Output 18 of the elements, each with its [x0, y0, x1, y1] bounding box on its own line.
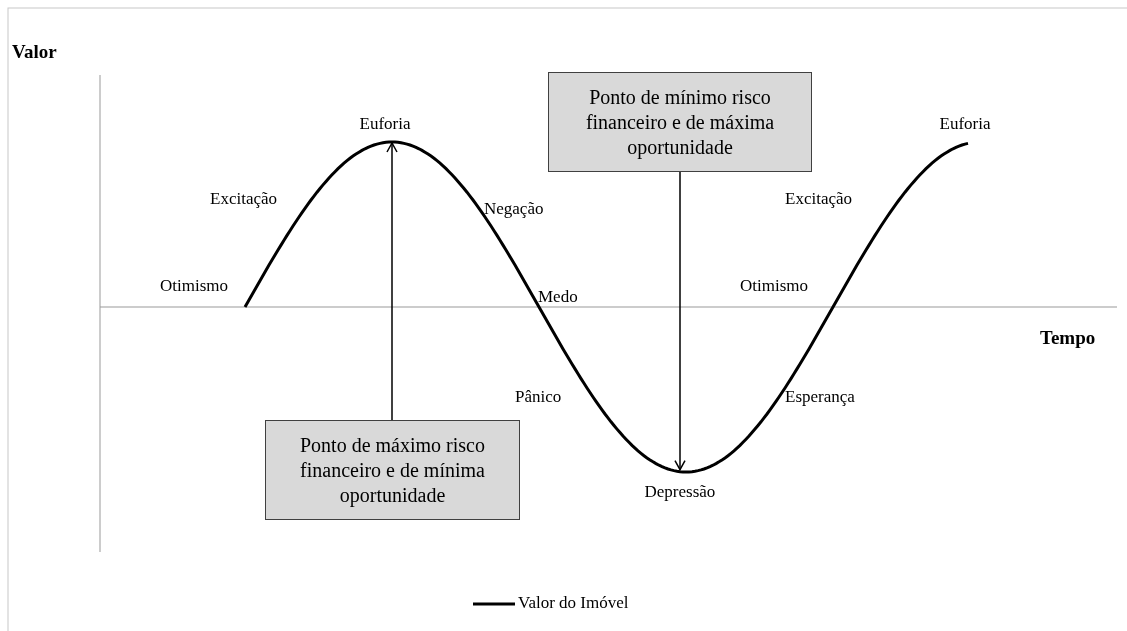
phase-label: Medo [538, 287, 578, 307]
phase-label: Excitação [785, 189, 852, 209]
axis-title: Valor [12, 42, 57, 62]
legend-label: Valor do Imóvel [518, 593, 629, 613]
phase-label: Excitação [210, 189, 277, 209]
phase-label: Euforia [359, 114, 411, 134]
phase-label: Negação [484, 199, 544, 219]
phase-label: Otimismo [740, 276, 808, 296]
axis-title: Tempo [1040, 328, 1096, 348]
arrow [386, 142, 398, 421]
arrow [674, 171, 686, 471]
phase-label: Depressão [644, 482, 716, 502]
phase-label: Otimismo [160, 276, 228, 296]
phase-label: Pânico [515, 387, 562, 407]
phase-label: Esperança [785, 387, 855, 407]
callout-box: Ponto de mínimo risco financeiro e de máxima oportunidade [548, 72, 812, 172]
phase-label: Euforia [939, 114, 991, 134]
callout-box: Ponto de máximo risco financeiro e de mínima oportunidade [265, 420, 520, 520]
